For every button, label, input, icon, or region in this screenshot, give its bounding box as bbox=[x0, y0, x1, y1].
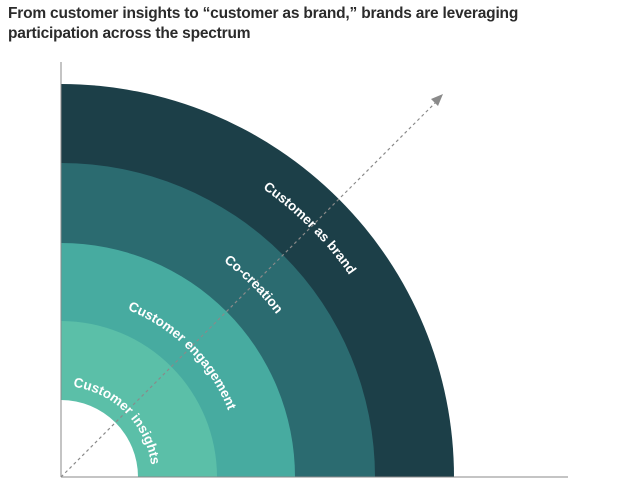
page-title-line-2: participation across the spectrum bbox=[8, 25, 251, 42]
page-title-line-1: From customer insights to “customer as b… bbox=[8, 5, 519, 22]
progression-arrow-line bbox=[60, 100, 438, 478]
arrow-head-icon bbox=[431, 94, 443, 106]
page-title: From customer insights to “customer as b… bbox=[8, 4, 608, 44]
